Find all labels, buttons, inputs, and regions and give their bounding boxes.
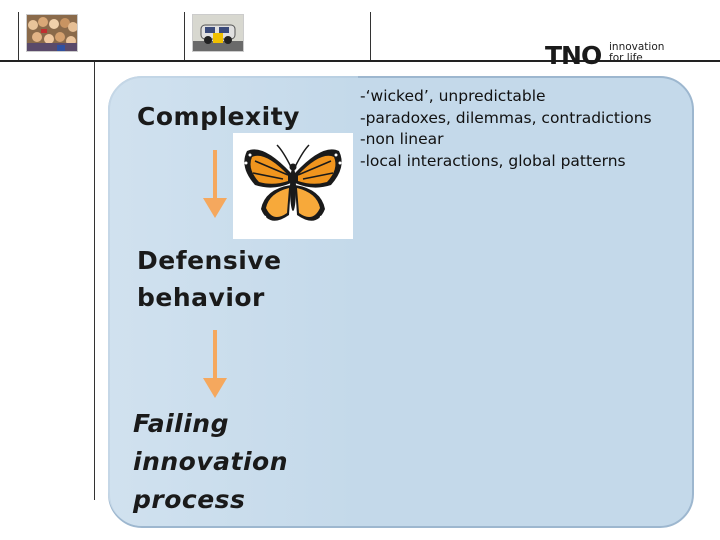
list-item: -‘wicked’, unpredictable — [360, 87, 546, 105]
butterfly-illustration — [233, 133, 353, 239]
step-defensive-behavior: Defensive behavior — [137, 242, 337, 316]
step-label-line-1: Failing — [133, 409, 229, 438]
header-divider — [184, 12, 185, 62]
tno-logo-wordmark: TNO — [545, 41, 602, 70]
header-rule — [0, 60, 720, 62]
crowd-photo-thumbnail — [26, 14, 78, 52]
tagline-line-1: innovation — [609, 41, 665, 53]
tagline-line-2: for life — [609, 52, 643, 64]
list-item: -local interactions, global patterns — [360, 151, 626, 170]
tno-logo-tagline: innovation for life — [609, 42, 664, 64]
down-arrow-icon — [203, 150, 227, 218]
step-label-line-3: process — [133, 485, 246, 514]
header-divider — [18, 12, 19, 62]
list-item: -paradoxes, dilemmas, contradictions — [360, 108, 652, 127]
header-divider — [94, 60, 95, 500]
vehicle-photo-thumbnail — [192, 14, 244, 52]
header-divider — [370, 12, 371, 62]
characteristics-list: -‘wicked’, unpredictable -paradoxes, dil… — [360, 86, 705, 172]
step-label: Complexity — [137, 102, 300, 131]
step-failing-innovation-process: Failing innovation process — [133, 405, 343, 519]
step-label-line-2: innovation — [133, 447, 288, 476]
down-arrow-icon — [203, 330, 227, 398]
step-label-line-2: behavior — [137, 283, 265, 312]
list-item: -non linear — [360, 130, 444, 148]
step-label-line-1: Defensive — [137, 246, 282, 275]
step-complexity: Complexity — [137, 102, 300, 131]
